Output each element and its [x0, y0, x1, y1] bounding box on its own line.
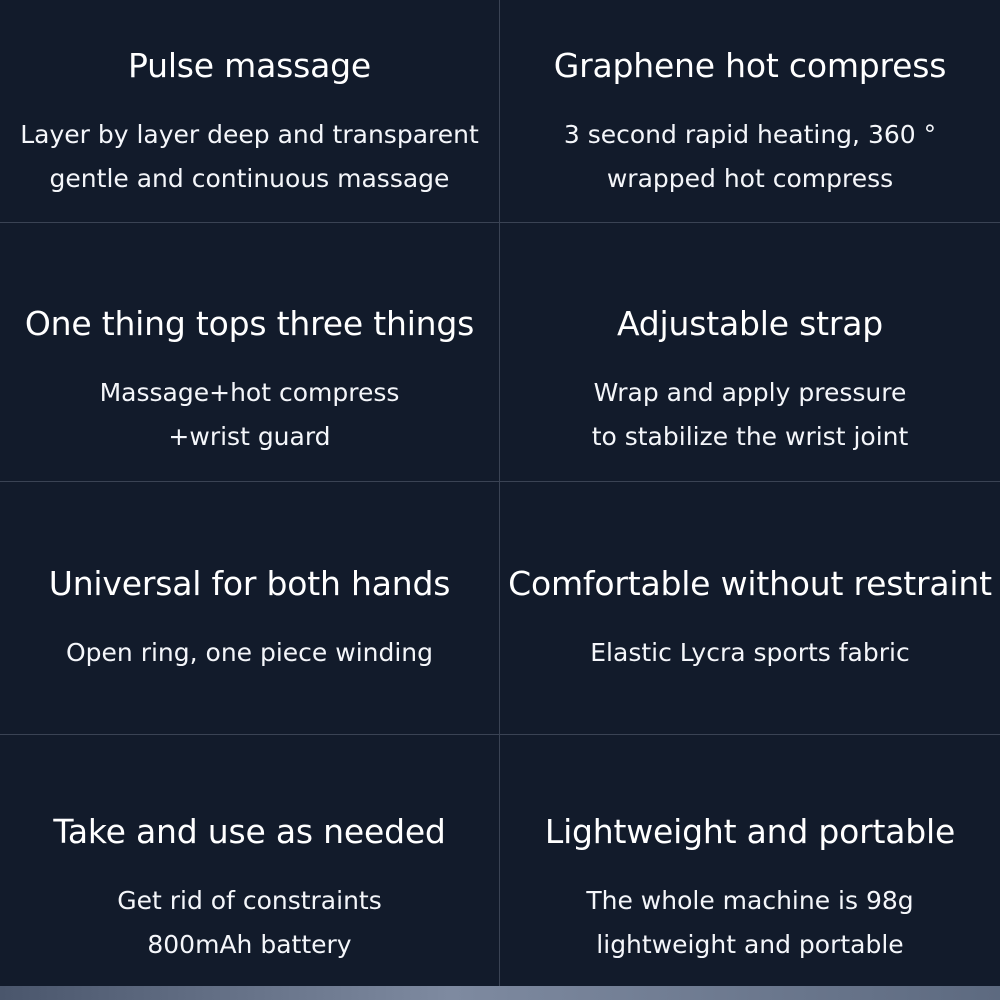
- feature-description-line: to stabilize the wrist joint: [591, 422, 909, 451]
- feature-description-line: Open ring, one piece winding: [65, 638, 434, 667]
- feature-description: Open ring, one piece winding: [66, 631, 433, 675]
- feature-cell-take-and-use: Take and use as needed Get rid of constr…: [0, 812, 499, 967]
- feature-cell-adjustable-strap: Adjustable strap Wrap and apply pressure…: [500, 304, 1000, 459]
- feature-title: One thing tops three things: [24, 304, 475, 343]
- feature-description: Layer by layer deep and transparent gent…: [20, 113, 479, 201]
- feature-title: Universal for both hands: [48, 564, 451, 603]
- feature-description: Massage+hot compress +wrist guard: [100, 371, 400, 459]
- feature-description-line: +wrist guard: [168, 422, 331, 451]
- feature-description-line: Massage+hot compress: [99, 378, 400, 407]
- feature-title: Graphene hot compress: [553, 46, 947, 85]
- feature-description-line: 800mAh battery: [147, 930, 352, 959]
- feature-description-line: 3 second rapid heating, 360 °: [563, 120, 937, 149]
- feature-title: Take and use as needed: [53, 812, 446, 851]
- feature-cell-pulse-massage: Pulse massage Layer by layer deep and tr…: [0, 46, 499, 201]
- feature-title: Lightweight and portable: [544, 812, 956, 851]
- feature-description: Get rid of constraints 800mAh battery: [117, 879, 382, 967]
- feature-description: Wrap and apply pressure to stabilize the…: [592, 371, 909, 459]
- feature-cell-one-thing-tops-three: One thing tops three things Massage+hot …: [0, 304, 499, 459]
- row-divider: [0, 734, 1000, 735]
- feature-description-line: Wrap and apply pressure: [593, 378, 907, 407]
- feature-title: Adjustable strap: [617, 304, 883, 343]
- feature-description-line: lightweight and portable: [596, 930, 904, 959]
- feature-description-line: Layer by layer deep and transparent: [20, 120, 479, 149]
- feature-description-line: Get rid of constraints: [117, 886, 382, 915]
- feature-title: Comfortable without restraint: [508, 564, 992, 603]
- feature-description-line: The whole machine is 98g: [586, 886, 914, 915]
- feature-description: The whole machine is 98g lightweight and…: [586, 879, 913, 967]
- feature-description: 3 second rapid heating, 360 ° wrapped ho…: [564, 113, 936, 201]
- row-divider: [0, 481, 1000, 482]
- row-divider: [0, 222, 1000, 223]
- feature-cell-lightweight-portable: Lightweight and portable The whole machi…: [500, 812, 1000, 967]
- feature-description-line: Elastic Lycra sports fabric: [590, 638, 910, 667]
- feature-cell-universal-both-hands: Universal for both hands Open ring, one …: [0, 564, 499, 675]
- feature-description-line: wrapped hot compress: [606, 164, 894, 193]
- feature-description: Elastic Lycra sports fabric: [590, 631, 909, 675]
- bottom-edge-strip: [0, 986, 1000, 1000]
- column-divider: [499, 0, 500, 986]
- feature-description-line: gentle and continuous massage: [49, 164, 450, 193]
- feature-cell-comfortable: Comfortable without restraint Elastic Ly…: [500, 564, 1000, 675]
- feature-title: Pulse massage: [127, 46, 371, 85]
- feature-cell-graphene-hot-compress: Graphene hot compress 3 second rapid hea…: [500, 46, 1000, 201]
